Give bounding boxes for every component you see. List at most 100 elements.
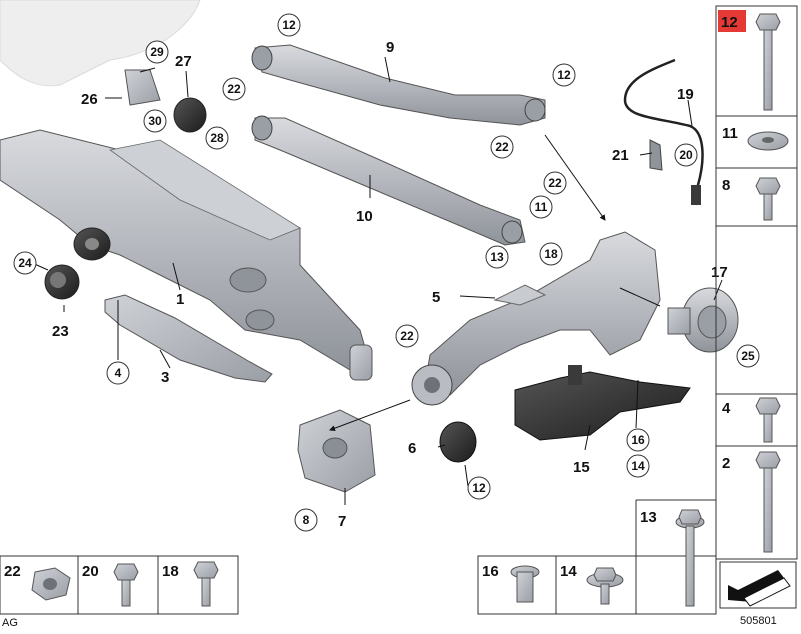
legend-8: 8 [722, 177, 730, 194]
callout-18: 18 [539, 242, 563, 266]
callout-16: 16 [626, 428, 650, 452]
callout-6: 6 [408, 440, 416, 457]
rear-subframe-part [0, 129, 373, 381]
callout-12b: 12 [552, 63, 576, 87]
trailing-arm-bush-part [439, 421, 477, 463]
callout-5: 5 [432, 289, 440, 306]
svg-text:22: 22 [227, 82, 241, 96]
svg-text:22: 22 [548, 176, 562, 190]
callout-13: 13 [485, 245, 509, 269]
hardware-legend-bottom-left: 22 20 18 [0, 555, 239, 615]
trailing-arm-part [411, 231, 661, 406]
callout-labels: 1 3 5 6 7 9 10 15 17 19 21 23 26 27 [52, 39, 728, 530]
svg-text:24: 24 [18, 256, 32, 270]
callout-24: 24 [13, 251, 37, 275]
svg-text:13: 13 [490, 250, 504, 264]
callout-14: 14 [626, 454, 650, 478]
screw-18-icon [193, 561, 219, 607]
rubber-bush-part [44, 264, 80, 300]
callout-26: 26 [81, 91, 98, 108]
upper-control-arm-part [251, 44, 546, 126]
body-panel-ghost [0, 0, 201, 87]
callout-8: 8 [294, 508, 318, 532]
callout-7: 7 [338, 513, 346, 530]
callout-23: 23 [52, 323, 69, 340]
bolt-13-icon [675, 509, 705, 607]
svg-text:8: 8 [303, 513, 310, 527]
svg-text:16: 16 [631, 433, 645, 447]
screw-8-icon [755, 177, 781, 221]
svg-text:18: 18 [544, 247, 558, 261]
svg-text:28: 28 [210, 131, 224, 145]
svg-text:12: 12 [472, 481, 486, 495]
svg-text:30: 30 [148, 114, 162, 128]
callout-28: 28 [205, 126, 229, 150]
nut-22-icon [31, 567, 71, 601]
reference-number: 505801 [740, 615, 777, 627]
clip-nut-16-icon [510, 565, 540, 603]
legend-22: 22 [4, 563, 21, 580]
top-bracket-part [124, 69, 207, 133]
legend-16: 16 [482, 563, 499, 580]
callout-30: 30 [143, 109, 167, 133]
lower-control-arm-part [251, 115, 526, 246]
mount-bracket-part [297, 409, 376, 493]
callout-11: 11 [529, 195, 553, 219]
bolt-12-icon [755, 13, 781, 111]
legend-18: 18 [162, 563, 179, 580]
legend-11: 11 [722, 125, 738, 142]
bolt-2-icon [755, 451, 781, 553]
callout-1: 1 [176, 291, 184, 308]
callout-22c: 22 [543, 171, 567, 195]
callout-22d: 22 [395, 324, 419, 348]
leader-lines [29, 56, 723, 505]
strut-brace-part [104, 294, 273, 383]
callout-21: 21 [612, 147, 629, 164]
callout-12c: 12 [467, 476, 491, 500]
circled-callouts: 12 22 12 22 22 11 13 18 20 25 22 16 14 1… [13, 13, 760, 532]
wheel-hub-part [667, 287, 739, 353]
callout-29: 29 [145, 40, 169, 64]
legend-4: 4 [722, 400, 731, 417]
highlight-12 [718, 10, 746, 32]
hardware-legend-bottom-right: 16 14 13 [477, 499, 797, 615]
callout-12a: 12 [277, 13, 301, 37]
callout-25: 25 [736, 344, 760, 368]
legend-13: 13 [640, 509, 657, 526]
callout-22b: 22 [490, 135, 514, 159]
callout-17: 17 [711, 264, 728, 281]
callout-3: 3 [161, 369, 169, 386]
svg-text:22: 22 [495, 140, 509, 154]
washer-11-icon [747, 131, 789, 151]
svg-text:12: 12 [282, 18, 296, 32]
svg-text:4: 4 [115, 366, 122, 380]
svg-text:25: 25 [741, 349, 755, 363]
callout-20: 20 [674, 143, 698, 167]
flange-screw-14-icon [586, 567, 624, 605]
svg-text:20: 20 [679, 148, 693, 162]
svg-text:22: 22 [400, 329, 414, 343]
callout-15: 15 [573, 459, 590, 476]
svg-text:29: 29 [150, 45, 164, 59]
svg-text:14: 14 [631, 459, 645, 473]
svg-text:12: 12 [557, 68, 571, 82]
callout-22a: 22 [222, 77, 246, 101]
underbody-shield-part [514, 365, 691, 441]
callout-27: 27 [175, 53, 192, 70]
callout-19: 19 [677, 86, 694, 103]
abs-sensor-cable-part [623, 58, 704, 206]
legend-20: 20 [82, 563, 99, 580]
bolt-4-icon [755, 397, 781, 443]
footer-text: AG [2, 617, 18, 629]
callout-4: 4 [106, 361, 130, 385]
legend-12: 12 [721, 14, 738, 31]
screw-20-icon [113, 563, 139, 607]
svg-text:11: 11 [535, 200, 548, 214]
callout-9: 9 [386, 39, 394, 56]
legend-2: 2 [722, 455, 730, 472]
orientation-arrow-icon [719, 561, 797, 609]
hardware-legend-right: 12 11 8 4 2 [715, 5, 798, 560]
legend-14: 14 [560, 563, 577, 580]
